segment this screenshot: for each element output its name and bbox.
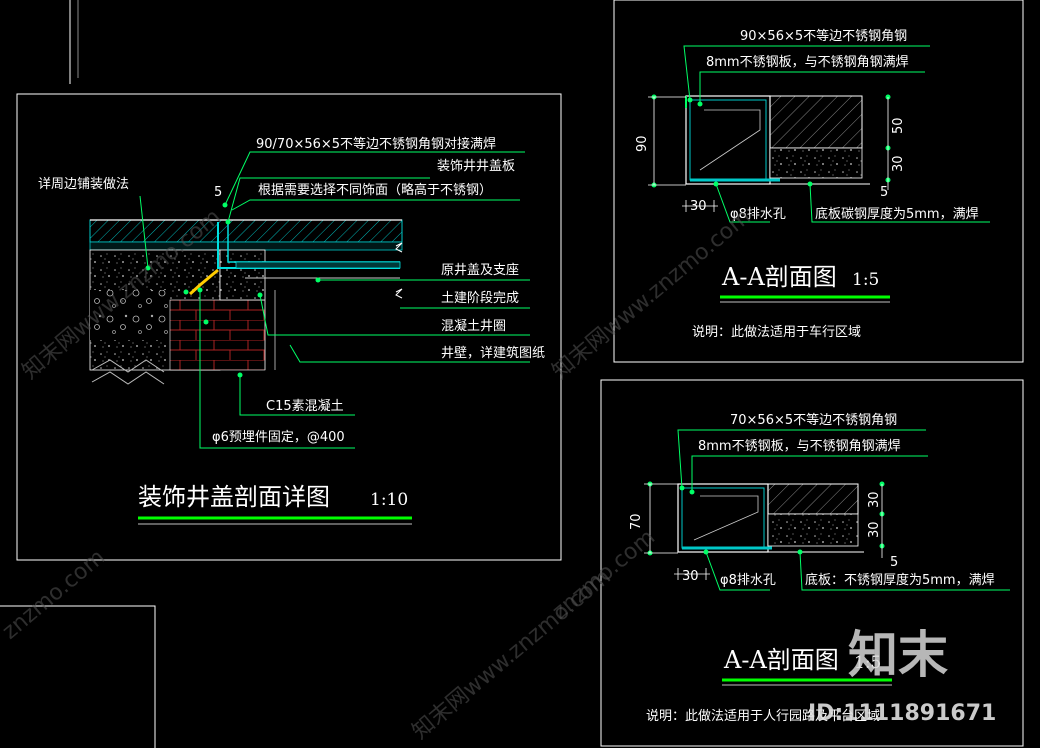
section-b-callout-plate: 8mm不锈钢板，与不锈钢角钢满焊	[698, 438, 901, 454]
section-b-dim-top: 30	[867, 491, 882, 508]
section-b-dim-bot: 5	[890, 555, 898, 570]
section-a-scale: 1:5	[852, 270, 879, 290]
section-b-dim-mid: 30	[867, 521, 882, 538]
watermark-site-right: znzmo.com	[548, 525, 660, 625]
section-a-drain: φ8排水孔	[730, 207, 786, 222]
left-callout-well-wall: 井壁，详建筑图纸	[441, 345, 545, 361]
section-b-leaders	[677, 429, 1010, 591]
section-a-title: A-A剖面图	[721, 263, 837, 291]
left-callout-angle-steel: 90/70×56×5不等边不锈钢角钢对接满焊	[256, 136, 496, 152]
left-detail-section	[89, 219, 403, 385]
left-detail-scale: 1:10	[370, 490, 408, 510]
left-callout-embed: φ6预埋件固定，@400	[212, 430, 345, 445]
left-detail-leader-dots	[145, 202, 321, 378]
left-callout-c15: C15素混凝土	[266, 398, 344, 414]
left-callout-original-cover: 原井盖及支座	[441, 263, 519, 278]
section-a-base: 底板碳钢厚度为5mm，满焊	[815, 206, 979, 222]
section-b-note: 说明：此做法适用于人行园路及平台区域	[646, 708, 880, 724]
section-a-callout-plate: 8mm不锈钢板，与不锈钢角钢满焊	[706, 54, 909, 70]
section-a-dim-height: 90	[635, 135, 650, 152]
left-callout-cover-plate: 装饰井井盖板	[437, 159, 515, 174]
section-a-note: 说明：此做法适用于车行区域	[692, 324, 861, 340]
left-detail-title: 装饰井盖剖面详图	[138, 483, 330, 511]
section-b-scale: 1:5	[854, 653, 881, 673]
section-a-dim-foot: 30	[690, 199, 707, 214]
section-a-leaders	[683, 45, 990, 223]
section-b-dim-height: 70	[629, 513, 644, 530]
left-detail-leaders	[139, 151, 530, 449]
left-callout-concrete-ring: 混凝土井圈	[441, 318, 506, 334]
section-a-geometry	[685, 95, 870, 185]
section-a-dimension-lines	[648, 96, 889, 212]
section-b-dimension-lines	[644, 483, 883, 580]
section-b-dim-foot: 30	[682, 569, 699, 584]
section-a-dim-top: 50	[891, 117, 906, 134]
watermark-brand: 知末	[848, 626, 948, 684]
left-callout-civil-stage: 土建阶段完成	[441, 291, 519, 306]
left-callout-finish: 根据需要选择不同饰面（略高于不锈钢）	[258, 182, 492, 198]
left-callout-paving: 详周边铺装做法	[38, 177, 129, 192]
watermarks: 知末网www.znzmo.com znzmo.com 知末网www.znzmo.…	[0, 204, 996, 744]
section-b-callout-angle: 70×56×5不等边不锈钢角钢	[730, 412, 897, 428]
section-b-base: 底板：不锈钢厚度为5mm，满焊	[805, 572, 995, 588]
section-a-dim-mid: 30	[891, 155, 906, 172]
section-a-callout-angle: 90×56×5不等边不锈钢角钢	[740, 28, 907, 44]
watermark-id: ID:1111891671	[808, 701, 996, 726]
section-a-dim-bot: 5	[880, 185, 888, 200]
section-b-geometry	[677, 483, 864, 553]
left-dim-5: 5	[214, 185, 222, 200]
section-b-drain: φ8排水孔	[720, 573, 776, 588]
watermark-cn-right: 知末网www.znzmo.com	[548, 204, 756, 384]
section-b-title: A-A剖面图	[723, 646, 839, 674]
